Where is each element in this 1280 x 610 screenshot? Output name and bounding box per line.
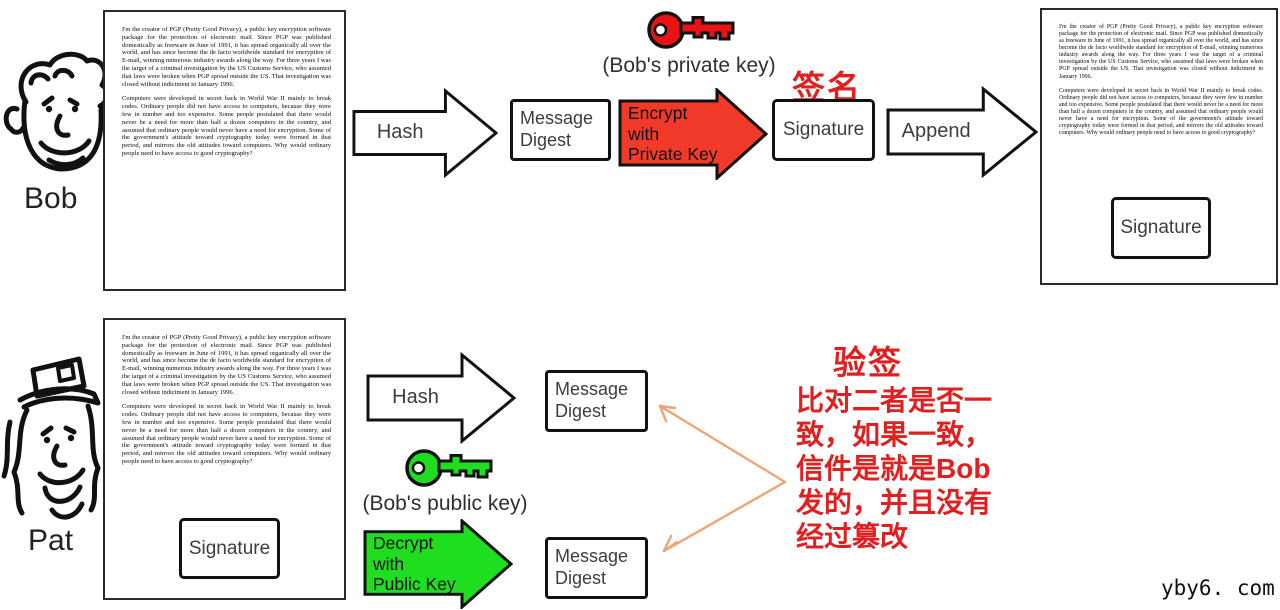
- decrypt-arrow: Decrypt with Public Key: [363, 519, 513, 609]
- hash-arrow-top: Hash: [352, 88, 498, 178]
- signed-document: I'm the creator of PGP (Pretty Good Priv…: [1040, 8, 1278, 285]
- received-signature-box: Signature: [179, 518, 280, 579]
- verify-title: 验签: [833, 344, 903, 381]
- bob-label: Bob: [24, 182, 78, 215]
- encrypt-arrow: Encrypt with Private Key: [618, 88, 768, 180]
- letter-text: I'm the creator of PGP (Pretty Good Priv…: [122, 26, 331, 158]
- verify-note: 比对二者是否一 致，如果一致， 信件是就是Bob 发的，并且没有 经过篡改: [796, 385, 993, 552]
- signature-box: Signature: [772, 99, 875, 161]
- message-digest-box-top: Message Digest: [510, 99, 611, 161]
- letter-paragraph: I'm the creator of PGP (Pretty Good Priv…: [1059, 24, 1263, 80]
- block-arrow-shape: [363, 519, 513, 609]
- hash-arrow-label: Hash: [376, 121, 424, 144]
- encrypt-arrow-label: Encrypt with Private Key: [628, 103, 718, 165]
- block-arrow-shape: [366, 352, 516, 444]
- message-digest-box-hash: Message Digest: [545, 370, 648, 432]
- decrypt-arrow-label: Decrypt with Public Key: [373, 533, 456, 595]
- letter-paragraph: I'm the creator of PGP (Pretty Good Priv…: [122, 334, 331, 396]
- public-key-caption: (Bob's public key): [362, 492, 528, 515]
- private-key-icon: [647, 11, 735, 49]
- private-key-caption: (Bob's private key): [602, 54, 776, 77]
- public-key-icon: [405, 449, 493, 487]
- pat-label: Pat: [28, 524, 74, 557]
- letter-text: I'm the creator of PGP (Pretty Good Priv…: [122, 334, 331, 466]
- letter-paragraph: Computers were developed in secret back …: [122, 403, 331, 465]
- message-digest-box-decrypt: Message Digest: [545, 537, 648, 599]
- letter-paragraph: Computers were developed in secret back …: [1059, 87, 1263, 137]
- watermark: yby6. com: [1161, 576, 1275, 600]
- append-arrow: Append: [886, 86, 1038, 178]
- letter-text: I'm the creator of PGP (Pretty Good Priv…: [1059, 24, 1263, 137]
- hash-arrow-bottom: Hash: [366, 352, 516, 444]
- pat-figure: [1, 356, 113, 520]
- letter-paragraph: I'm the creator of PGP (Pretty Good Priv…: [122, 26, 331, 88]
- compare-arrows: [658, 404, 787, 553]
- attached-signature-box: Signature: [1111, 197, 1211, 259]
- append-arrow-label: Append: [901, 120, 971, 143]
- bob-document: I'm the creator of PGP (Pretty Good Priv…: [103, 10, 346, 291]
- block-arrow-shape: [886, 86, 1038, 178]
- received-document: I'm the creator of PGP (Pretty Good Priv…: [103, 318, 346, 600]
- hash-arrow-label: Hash: [392, 386, 439, 409]
- block-arrow-shape: [352, 88, 498, 178]
- letter-paragraph: Computers were developed in secret back …: [122, 95, 331, 157]
- block-arrow-shape: [618, 88, 768, 180]
